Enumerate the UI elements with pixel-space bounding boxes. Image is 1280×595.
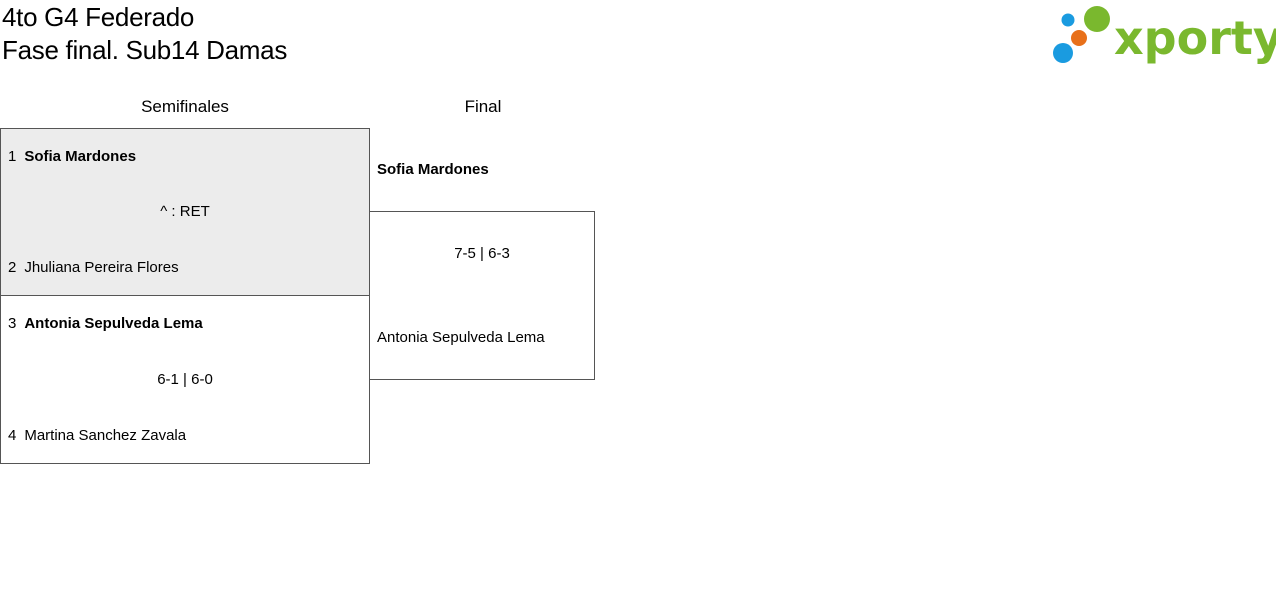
seed-number: 2 bbox=[8, 259, 17, 276]
player-name: Sofia Mardones bbox=[24, 148, 137, 165]
semifinal-match-1[interactable]: 1 Sofia Mardones ^ : RET 2 Jhuliana Pereir… bbox=[0, 128, 370, 296]
semifinal-2-bottom-player: 4 Martina Sanchez Zavala bbox=[8, 426, 186, 446]
seed-number: 4 bbox=[8, 427, 17, 444]
semifinal-1-top-player: 1 Sofia Mardones bbox=[8, 147, 136, 167]
seed-number: 1 bbox=[8, 148, 17, 165]
final-match[interactable] bbox=[369, 211, 595, 380]
round-header-semifinals: Semifinales bbox=[141, 97, 229, 116]
round-header-final: Final bbox=[464, 97, 502, 116]
final-bottom-player: Antonia Sepulveda Lema bbox=[377, 329, 545, 346]
semifinal-1-bottom-player: 2 Jhuliana Pereira Flores bbox=[8, 258, 179, 278]
final-top-player: Sofia Mardones bbox=[377, 161, 489, 178]
draw-subtitle: Fase final. Sub14 Damas bbox=[2, 35, 288, 65]
logo-wordmark: xporty bbox=[1114, 11, 1276, 65]
semifinal-2-top-player: 3 Antonia Sepulveda Lema bbox=[8, 314, 203, 334]
final-score: 7-5 | 6-3 bbox=[454, 245, 510, 262]
xporty-logo-graphic: xporty bbox=[1053, 6, 1276, 65]
semifinal-2-score: 6-1 | 6-0 bbox=[157, 371, 213, 388]
seed-number: 3 bbox=[8, 315, 17, 332]
logo-dot-green bbox=[1084, 6, 1110, 32]
logo-dot-orange bbox=[1071, 30, 1087, 46]
player-name: Antonia Sepulveda Lema bbox=[24, 315, 203, 332]
semifinal-1-score: ^ : RET bbox=[160, 203, 210, 220]
player-name: Jhuliana Pereira Flores bbox=[24, 259, 179, 276]
xporty-logo[interactable]: xporty bbox=[1050, 4, 1276, 68]
semifinal-match-2[interactable]: 3 Antonia Sepulveda Lema 6-1 | 6-0 4 Marti… bbox=[0, 295, 370, 464]
tournament-title: 4to G4 Federado bbox=[2, 2, 195, 32]
logo-dot-blue-small bbox=[1061, 13, 1075, 27]
logo-dot-blue-large bbox=[1053, 43, 1073, 63]
player-name: Martina Sanchez Zavala bbox=[24, 427, 187, 444]
